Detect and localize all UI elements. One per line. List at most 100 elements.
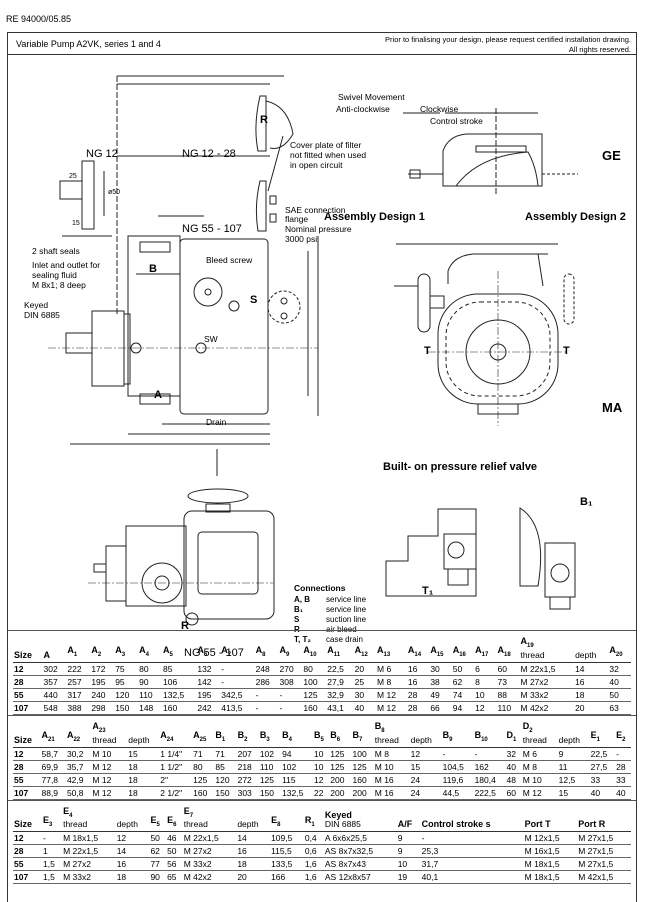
table-cell: 240: [90, 688, 115, 702]
table-cell: 15: [409, 760, 442, 774]
column-header: A17: [474, 637, 497, 663]
table-cell: 58,7: [40, 747, 66, 761]
size-cell: 28: [13, 675, 43, 689]
anti-clockwise-label: Anti-clockwise: [336, 104, 390, 114]
connection-desc: service line: [326, 595, 367, 604]
table-cell: 150: [114, 701, 139, 715]
connection-key: A, B: [294, 595, 310, 604]
size-cell: 55: [13, 688, 43, 702]
table-cell: 125: [351, 760, 374, 774]
table-cell: 317: [66, 688, 91, 702]
table-cell: 95: [114, 675, 139, 689]
column-header: B1: [214, 721, 237, 748]
table-cell: 195: [90, 675, 115, 689]
table-cell: 8: [474, 675, 497, 689]
table-cell: 88: [496, 688, 520, 702]
column-header: A22: [65, 721, 92, 748]
table-cell: 272: [236, 773, 259, 787]
table-cell: 11: [557, 760, 590, 774]
table-cell: 10: [396, 857, 421, 872]
table-cell: 12: [409, 747, 442, 761]
table-cell: 1 1/2": [159, 760, 193, 774]
table-cell: 46: [166, 831, 183, 846]
table-cell: 120: [114, 688, 139, 702]
column-header: E3: [42, 806, 63, 833]
table-cell: 94: [451, 701, 475, 715]
table-cell: 12: [313, 773, 330, 787]
table-cell: 63: [608, 701, 631, 715]
table-cell: 150: [258, 786, 282, 800]
table-cell: 18: [127, 760, 160, 774]
table-cell: 15: [557, 786, 590, 800]
table-cell: 207: [236, 747, 259, 761]
table-cell: M 10: [521, 773, 558, 787]
table-cell: 62: [451, 675, 475, 689]
table-cell: M 8: [376, 675, 407, 689]
table-cell: M 12x1,5: [523, 831, 578, 846]
notice-line-1: Prior to finalising your design, please …: [385, 35, 631, 44]
column-header: A9: [278, 637, 303, 663]
column-header: A5: [161, 637, 197, 663]
table-cell: AS 12x8x57: [323, 870, 397, 885]
table-cell: 33: [615, 773, 631, 787]
table-cell: 104,5: [441, 760, 474, 774]
inlet-outlet-line-1: Inlet and outlet for: [32, 260, 101, 270]
connection-desc: service line: [326, 605, 367, 614]
table-cell: 200: [329, 773, 352, 787]
port-s-label: S: [250, 294, 258, 306]
table-cell: 32: [608, 662, 631, 676]
table-cell: M 6: [521, 747, 558, 761]
table-cell: 28: [406, 688, 430, 702]
table-cell: 22,5: [326, 662, 354, 676]
column-header: E5: [149, 806, 167, 833]
column-header: Size: [13, 721, 41, 748]
column-header: B4: [281, 721, 314, 748]
table-cell: 302: [42, 662, 67, 676]
table-cell: 9: [396, 844, 421, 859]
bleed-screw-label: Bleed screw: [206, 255, 253, 265]
table-cell: 200: [329, 786, 352, 800]
table-cell: M 22x1,5: [519, 662, 575, 676]
table-cell: 32,9: [326, 688, 354, 702]
table-cell: -: [42, 831, 63, 846]
table-cell: 50: [451, 662, 475, 676]
table-cell: 88,9: [40, 786, 66, 800]
table-cell: 66: [429, 701, 452, 715]
table-cell: 257: [66, 675, 91, 689]
table-cell: 90: [149, 870, 167, 885]
table-cell: 33: [589, 773, 616, 787]
table-cell: 142: [196, 675, 221, 689]
table-cell: M 42x1,5: [577, 870, 631, 885]
column-header: A13: [376, 637, 407, 663]
table-cell: M 18x1,5: [62, 831, 116, 846]
keyed-line-1: Keyed: [24, 300, 49, 310]
relief-valve-view: [385, 507, 576, 610]
table-cell: 9: [396, 831, 421, 846]
size-cell: 12: [13, 662, 43, 676]
column-header: B10: [473, 721, 506, 748]
table-cell: 30,2: [65, 747, 92, 761]
side-view-pump: [48, 75, 319, 445]
table-cell: M 27x2: [62, 857, 116, 872]
dim-15-label: 15: [72, 220, 80, 227]
column-header: B3: [258, 721, 282, 748]
port-a-label: A: [154, 389, 162, 401]
document-code: RE 94000/05.85: [6, 14, 72, 24]
port-r-bottom-label: R: [181, 620, 189, 632]
column-header: A24: [159, 721, 193, 748]
table-cell: 14: [574, 662, 609, 676]
table-cell: 286: [254, 675, 279, 689]
table-cell: 1 1/4": [159, 747, 193, 761]
table-cell: 28: [406, 701, 430, 715]
table-cell: M 22x1,5: [62, 844, 116, 859]
table-cell: 150: [214, 786, 237, 800]
column-header: E6: [166, 806, 183, 833]
table-cell: 222,5: [473, 786, 506, 800]
